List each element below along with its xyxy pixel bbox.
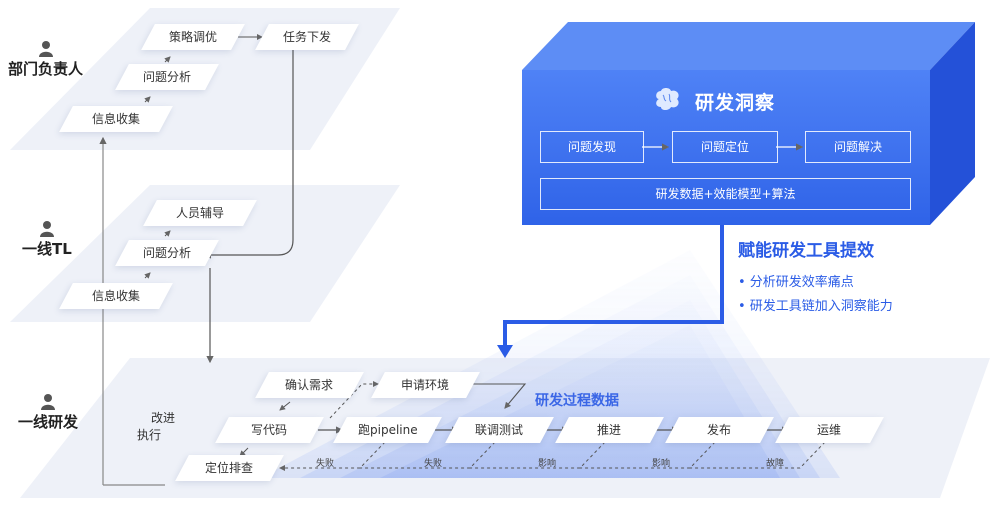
brain-icon <box>656 88 679 110</box>
node-release: 发布 <box>665 417 774 443</box>
edge-label-fail: 失败 <box>316 459 335 469</box>
insight-cube-side <box>930 22 975 225</box>
node-improve-execute: 改进 执行 <box>137 411 176 442</box>
insight-foundation: 研发数据+效能模型+算法 <box>540 178 911 210</box>
node-strategy-tuning: 策略调优 <box>141 24 245 50</box>
node-joint-test: 联调测试 <box>445 417 554 443</box>
insight-cube-top <box>522 22 975 70</box>
step-problem-locate: 问题定位 <box>672 131 778 163</box>
node-write-code: 写代码 <box>215 417 324 443</box>
role-team-lead: 一线TL <box>22 220 72 259</box>
blue-arrow-head <box>497 345 513 358</box>
person-icon <box>41 394 55 410</box>
node-task-dispatch: 任务下发 <box>255 24 359 50</box>
edge-label-impact: 影响 <box>538 459 557 469</box>
role-dept-head: 部门负责人 <box>8 40 83 79</box>
node-advance: 推进 <box>555 417 664 443</box>
edge-label-impact: 影响 <box>652 459 671 469</box>
node-tl-analysis: 问题分析 <box>115 240 219 266</box>
node-apply-env: 申请环境 <box>371 372 480 398</box>
role-developer: 一线研发 <box>18 393 78 432</box>
role-label: 一线研发 <box>18 413 79 431</box>
edge-label-fault: 故障 <box>766 459 785 469</box>
node-dept-collect: 信息收集 <box>59 106 173 132</box>
insight-cube-front <box>522 70 930 225</box>
callout-title: 赋能研发工具提效 <box>732 234 880 263</box>
node-ops: 运维 <box>775 417 884 443</box>
node-locate-troubleshoot: 定位排查 <box>175 455 284 481</box>
node-run-pipeline: 跑pipeline <box>333 417 442 443</box>
node-confirm-requirements: 确认需求 <box>255 372 364 398</box>
process-data-label: 研发过程数据 <box>535 393 619 409</box>
node-coaching: 人员辅导 <box>143 200 257 226</box>
role-label: 一线TL <box>22 240 72 258</box>
role-label: 部门负责人 <box>8 60 84 78</box>
edge-label-fail: 失败 <box>424 459 443 469</box>
person-icon <box>38 41 53 57</box>
step-problem-discovery: 问题发现 <box>540 131 644 163</box>
node-tl-collect: 信息收集 <box>59 283 173 309</box>
person-icon <box>39 221 54 237</box>
callout-item: • 分析研发效率痛点 <box>734 270 858 291</box>
step-problem-solve: 问题解决 <box>805 131 911 163</box>
callout-item: • 研发工具链加入洞察能力 <box>734 294 897 315</box>
insight-title: 研发洞察 <box>695 92 776 114</box>
node-dept-analysis: 问题分析 <box>115 64 219 90</box>
